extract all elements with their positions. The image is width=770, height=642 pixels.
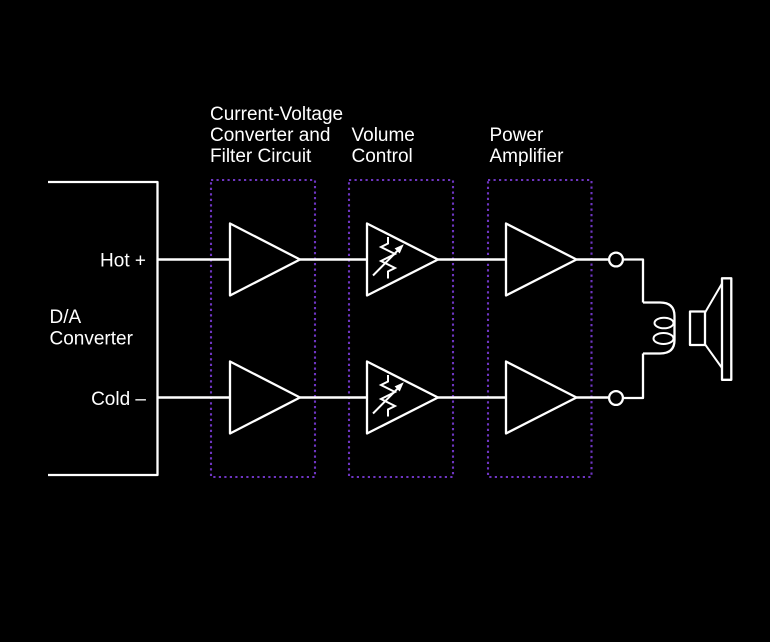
stage1-title-line1: Current-Voltage — [210, 104, 343, 125]
stage3-dashed-box — [486, 178, 593, 479]
stage1-amp-hot — [228, 222, 302, 297]
stage3-amp-cold — [504, 360, 578, 435]
speaker-driver — [688, 310, 707, 347]
hot-terminal — [607, 251, 625, 268]
voice-coil-outline — [643, 301, 676, 355]
stage1-title-line3: Filter Circuit — [210, 146, 312, 167]
speaker-cone-bottom — [704, 343, 723, 369]
stage1-dashed-box — [209, 178, 317, 479]
cold-terminal — [607, 389, 625, 407]
speaker-symbol — [688, 277, 733, 381]
stage3-title-line1: Power — [490, 125, 545, 146]
variable-resistor-cold — [372, 375, 404, 417]
cold-output-label: Cold – — [91, 389, 146, 410]
hot-output-label: Hot + — [100, 251, 146, 272]
speaker-cone-top — [704, 282, 723, 314]
stage1-title-line2: Converter and — [210, 125, 330, 146]
stage2-title-line1: Volume — [352, 125, 415, 146]
speaker-baffle — [720, 277, 733, 381]
stage2-dashed-box — [347, 178, 455, 479]
stage3-amp-hot — [504, 222, 578, 297]
da-converter-box — [48, 180, 159, 477]
da-converter-label-line2: Converter — [50, 328, 134, 349]
cold-coil-connector — [623, 353, 645, 400]
voice-coil-loop1 — [653, 316, 675, 330]
hot-coil-connector — [623, 258, 645, 303]
variable-resistor-hot — [372, 237, 404, 279]
voice-coil-loop2 — [652, 332, 675, 345]
stage2-title-line2: Control — [352, 146, 413, 167]
stage2-amp-cold — [365, 360, 440, 435]
da-converter-label-line1: D/A — [50, 307, 82, 328]
stage3-title-line2: Amplifier — [490, 146, 565, 167]
stage2-amp-hot — [365, 222, 440, 297]
stage1-amp-cold — [228, 360, 302, 435]
